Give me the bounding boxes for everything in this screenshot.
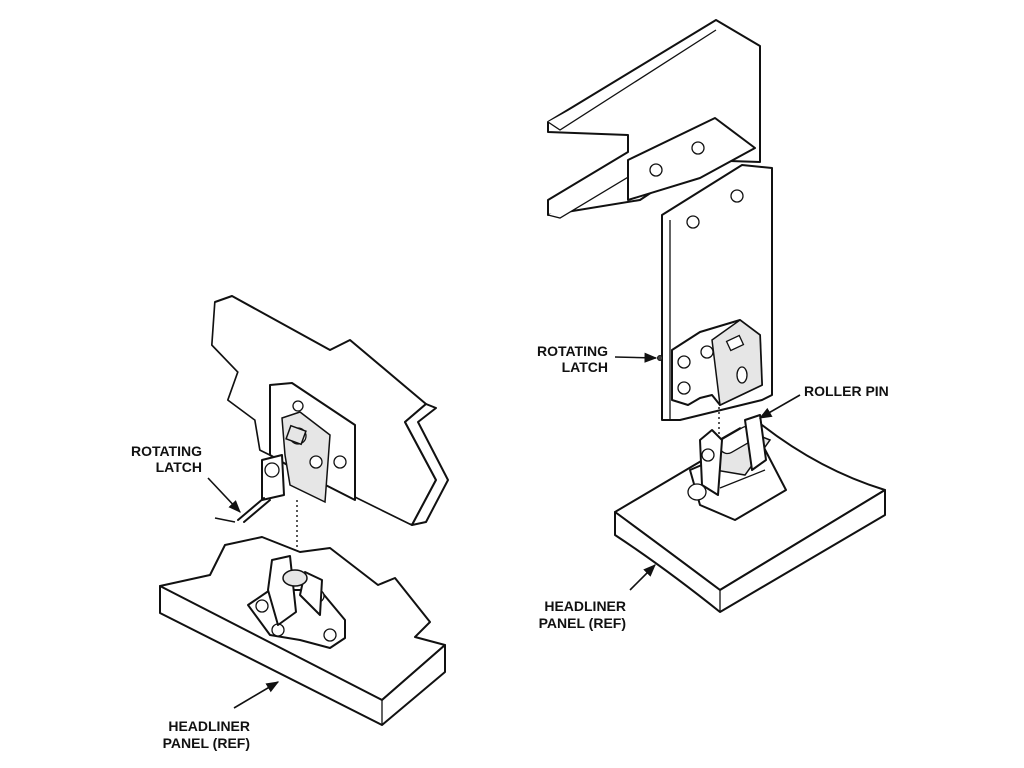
right-roller-bracket bbox=[687, 414, 787, 521]
right-channel-beam bbox=[547, 19, 761, 219]
leader-right-latch bbox=[614, 352, 658, 363]
leader-roller-pin bbox=[758, 394, 801, 419]
label-right-rotating: ROTATING bbox=[537, 343, 608, 359]
left-roller-bracket bbox=[247, 555, 346, 649]
label-left-panel-ref: PANEL (REF) bbox=[163, 735, 250, 751]
leader-left-panel bbox=[233, 681, 280, 709]
label-right-latch: LATCH bbox=[562, 359, 608, 375]
label-left-rotating: ROTATING bbox=[131, 443, 202, 459]
label-left-headliner: HEADLINER bbox=[168, 718, 250, 734]
leader-right-panel bbox=[629, 564, 656, 591]
label-left-latch: LATCH bbox=[156, 459, 202, 475]
label-roller-pin: ROLLER PIN bbox=[804, 383, 889, 399]
leader-left-latch bbox=[207, 477, 241, 513]
left-latch-assembly bbox=[237, 382, 356, 523]
label-right-panel-ref: PANEL (REF) bbox=[539, 615, 626, 631]
leader-left-latch-tip bbox=[214, 517, 236, 523]
label-right-headliner: HEADLINER bbox=[544, 598, 626, 614]
right-latch-block bbox=[657, 319, 763, 407]
